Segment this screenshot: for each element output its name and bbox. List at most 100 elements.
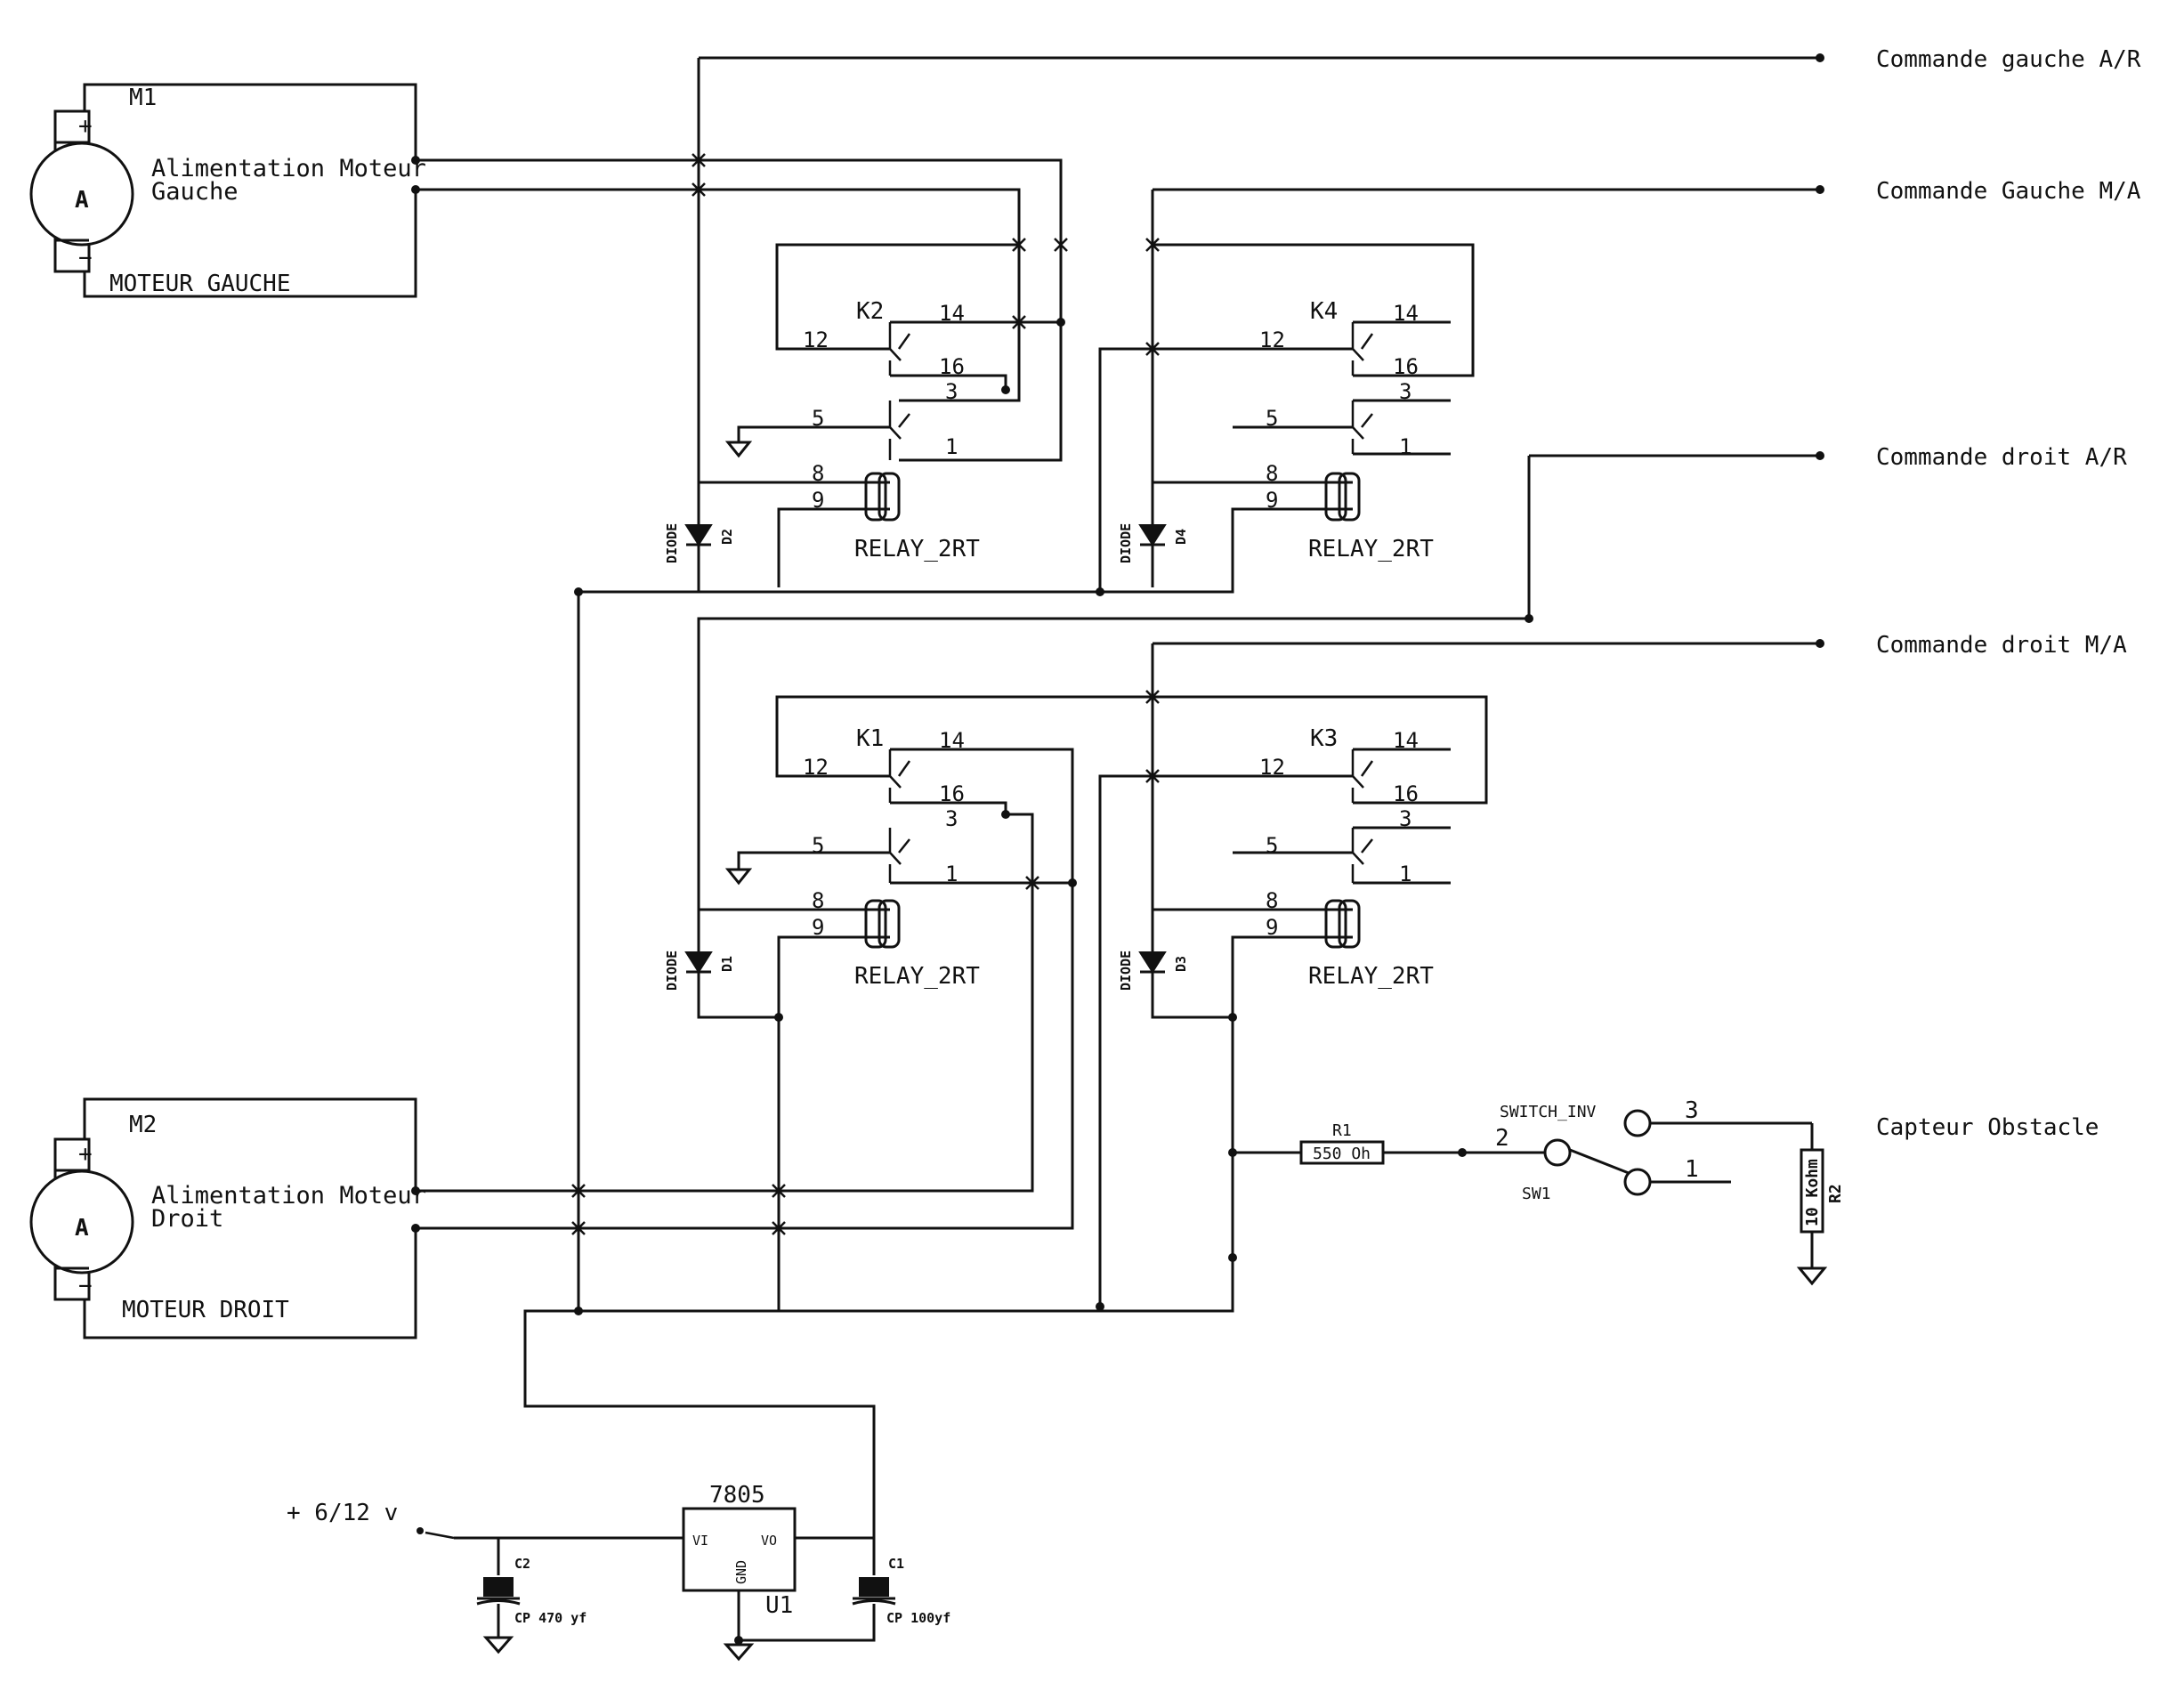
diode-d3-value: DIODE [1118, 951, 1134, 991]
switch-sw1-pin1: 1 [1685, 1156, 1699, 1183]
pin-label: 14 [939, 301, 965, 326]
diode-d2: DIODE D2 [664, 523, 735, 592]
pin-label: 14 [939, 728, 965, 753]
pin-label: 16 [939, 354, 965, 379]
signal-label-cmd-right-ma: Commande droit M/A [1876, 632, 2127, 659]
pin-label: 5 [1266, 406, 1278, 431]
power-supply: + 6/12 v [287, 1500, 684, 1575]
terminal-dot [1816, 451, 1824, 460]
junction-dot [1001, 385, 1010, 394]
signal-label-cmd-left-ar: Commande gauche A/R [1876, 46, 2141, 73]
motor-m1-value: MOTEUR GAUCHE [109, 271, 291, 297]
pin-label: 9 [1266, 915, 1278, 940]
pin-label: 1 [1399, 434, 1412, 459]
relay-k3: K3 RELAY_2RT 14 12 16 3 5 1 8 9 [1098, 695, 1488, 1307]
wire [578, 587, 1234, 594]
motor-m1-symbol: A [75, 187, 89, 214]
pin-label: 8 [1266, 461, 1278, 486]
terminal-dot [411, 185, 420, 194]
pin-label: 12 [803, 328, 829, 352]
pin-label: 9 [1266, 488, 1278, 513]
terminal-dot [411, 1224, 420, 1233]
supply-label: + 6/12 v [287, 1500, 398, 1526]
capacitor-c2-value: CP 470 yf [514, 1610, 586, 1626]
motor-m2-value: MOTEUR DROIT [122, 1297, 289, 1323]
switch-sw1-pin3: 3 [1685, 1097, 1699, 1124]
pin-label: 9 [812, 915, 824, 940]
pin-label: 8 [812, 461, 824, 486]
regulator-u1-vo: VO [761, 1533, 777, 1549]
pin-label: 1 [945, 434, 958, 459]
capacitor-c1: C1 CP 100yf [739, 1538, 950, 1642]
relay-k4-ref: K4 [1310, 298, 1338, 325]
terminal-dot [1816, 53, 1824, 62]
relay-k3-ref: K3 [1310, 725, 1338, 752]
regulator-u1-vi: VI [692, 1533, 708, 1549]
pin-label: 3 [1399, 379, 1412, 404]
switch-sw1-ref: SW1 [1522, 1185, 1551, 1203]
pin-label: 12 [1259, 328, 1285, 352]
switch-sw1: SWITCH_INV SW1 2 3 1 [1462, 1097, 1812, 1203]
pin-label: 16 [1393, 354, 1419, 379]
junction-dot [1096, 1302, 1104, 1311]
diode-d1: DIODE D1 [664, 951, 779, 1019]
junction-dot [1056, 318, 1065, 327]
terminal-dot [411, 1186, 420, 1195]
pin-label: 3 [945, 379, 958, 404]
relay-k1-value: RELAY_2RT [854, 963, 980, 990]
diode-d4-ref: D4 [1173, 529, 1189, 545]
switch-sw1-value: SWITCH_INV [1500, 1103, 1597, 1121]
pin-label: 14 [1393, 728, 1419, 753]
relay-k4-value: RELAY_2RT [1308, 536, 1434, 562]
pin-label: 3 [1399, 806, 1412, 831]
relay-k2-ref: K2 [856, 298, 884, 325]
diode-d3: DIODE D3 [1118, 951, 1233, 1019]
relay-k3-value: RELAY_2RT [1308, 963, 1434, 990]
pin-label: 12 [1259, 755, 1285, 780]
resistor-r1-ref: R1 [1332, 1121, 1352, 1140]
pin-label: 9 [812, 488, 824, 513]
capacitor-c1-ref: C1 [888, 1556, 904, 1572]
pin-label: 1 [945, 862, 958, 886]
regulator-u1-ref: U1 [765, 1592, 793, 1619]
cross-marks [571, 153, 1160, 1235]
diode-d4-value: DIODE [1118, 523, 1134, 563]
junction-dot [1228, 1253, 1237, 1262]
relay-k2: K2 RELAY_2RT 14 12 16 3 5 1 8 9 [699, 243, 1061, 587]
terminal-dot [1816, 185, 1824, 194]
diode-d2-ref: D2 [719, 529, 735, 545]
motor-m1-label2: Gauche [151, 178, 239, 206]
regulator-u1-gnd: GND [733, 1560, 749, 1584]
motor-m1-ref: M1 [129, 85, 157, 111]
relay-k4: K4 RELAY_2RT 14 12 16 3 5 1 8 9 [1098, 243, 1475, 592]
resistor-r2-ref: R2 [1826, 1184, 1845, 1203]
motor-m2-symbol: A [75, 1215, 89, 1242]
pin-label: 12 [803, 755, 829, 780]
junction-dot [1068, 878, 1077, 887]
resistor-r2-value: 10 Kohm [1803, 1159, 1822, 1226]
diode-d1-value: DIODE [664, 951, 680, 991]
motor-m1-label1: Alimentation Moteur [151, 155, 426, 182]
capacitor-c2: C2 CP 470 yf [476, 1556, 586, 1655]
motor-m2: A + − M2 Alimentation Moteur Droit MOTEU… [29, 1097, 426, 1339]
pin-label: 16 [939, 781, 965, 806]
junction-dot [1001, 810, 1010, 819]
signal-label-sensor: Capteur Obstacle [1876, 1114, 2099, 1141]
terminal-dot [411, 156, 420, 165]
switch-sw1-pin2: 2 [1495, 1125, 1509, 1152]
wire [523, 1017, 1234, 1538]
junction-dot [574, 1307, 583, 1315]
diode-d2-value: DIODE [664, 523, 680, 563]
signal-label-cmd-right-ar: Commande droit A/R [1876, 444, 2127, 471]
motor-m2-label2: Droit [151, 1205, 223, 1233]
motor-m2-minus: − [78, 1273, 93, 1299]
relay-k2-value: RELAY_2RT [854, 536, 980, 562]
signal-label-cmd-left-ma: Commande Gauche M/A [1876, 178, 2141, 205]
signal-wires [697, 56, 1820, 1015]
pin-label: 1 [1399, 862, 1412, 886]
capacitor-c2-ref: C2 [514, 1556, 530, 1572]
pin-label: 5 [812, 833, 824, 858]
motor-m2-ref: M2 [129, 1112, 157, 1138]
motor-m1-plus: + [78, 113, 93, 140]
